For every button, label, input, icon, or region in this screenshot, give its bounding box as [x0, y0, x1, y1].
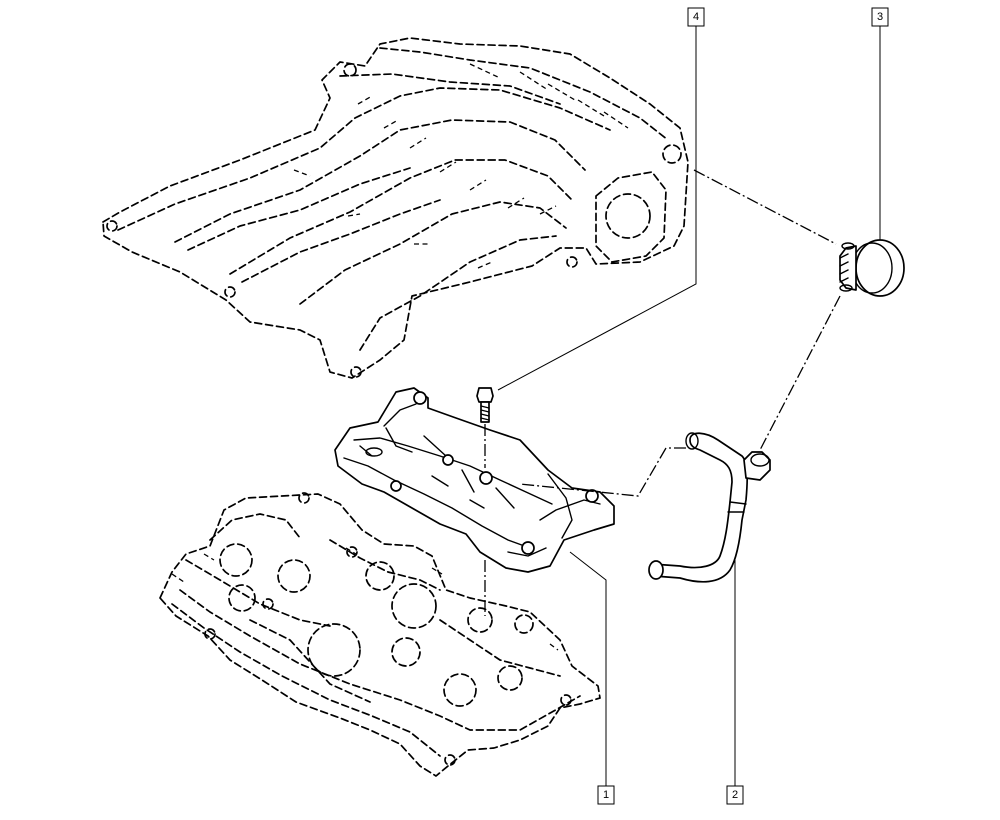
callout-1: 1 [597, 785, 615, 805]
callout-2: 2 [726, 785, 744, 805]
callout-leaders [497, 26, 881, 786]
intake-manifold-ghost [102, 37, 689, 379]
assembly-centerlines [484, 169, 841, 616]
cylinder-head-ghost [159, 492, 601, 777]
callout-2-label: 2 [732, 789, 738, 801]
mounting-bolt [476, 387, 494, 423]
breather-hose [648, 432, 771, 583]
callout-1-label: 1 [603, 789, 609, 801]
callout-3-label: 3 [877, 11, 883, 23]
callout-4: 4 [687, 7, 705, 27]
callout-4-label: 4 [693, 11, 699, 23]
oil-separator-cover [334, 387, 615, 573]
pcv-valve [839, 239, 905, 297]
callout-3: 3 [871, 7, 889, 27]
